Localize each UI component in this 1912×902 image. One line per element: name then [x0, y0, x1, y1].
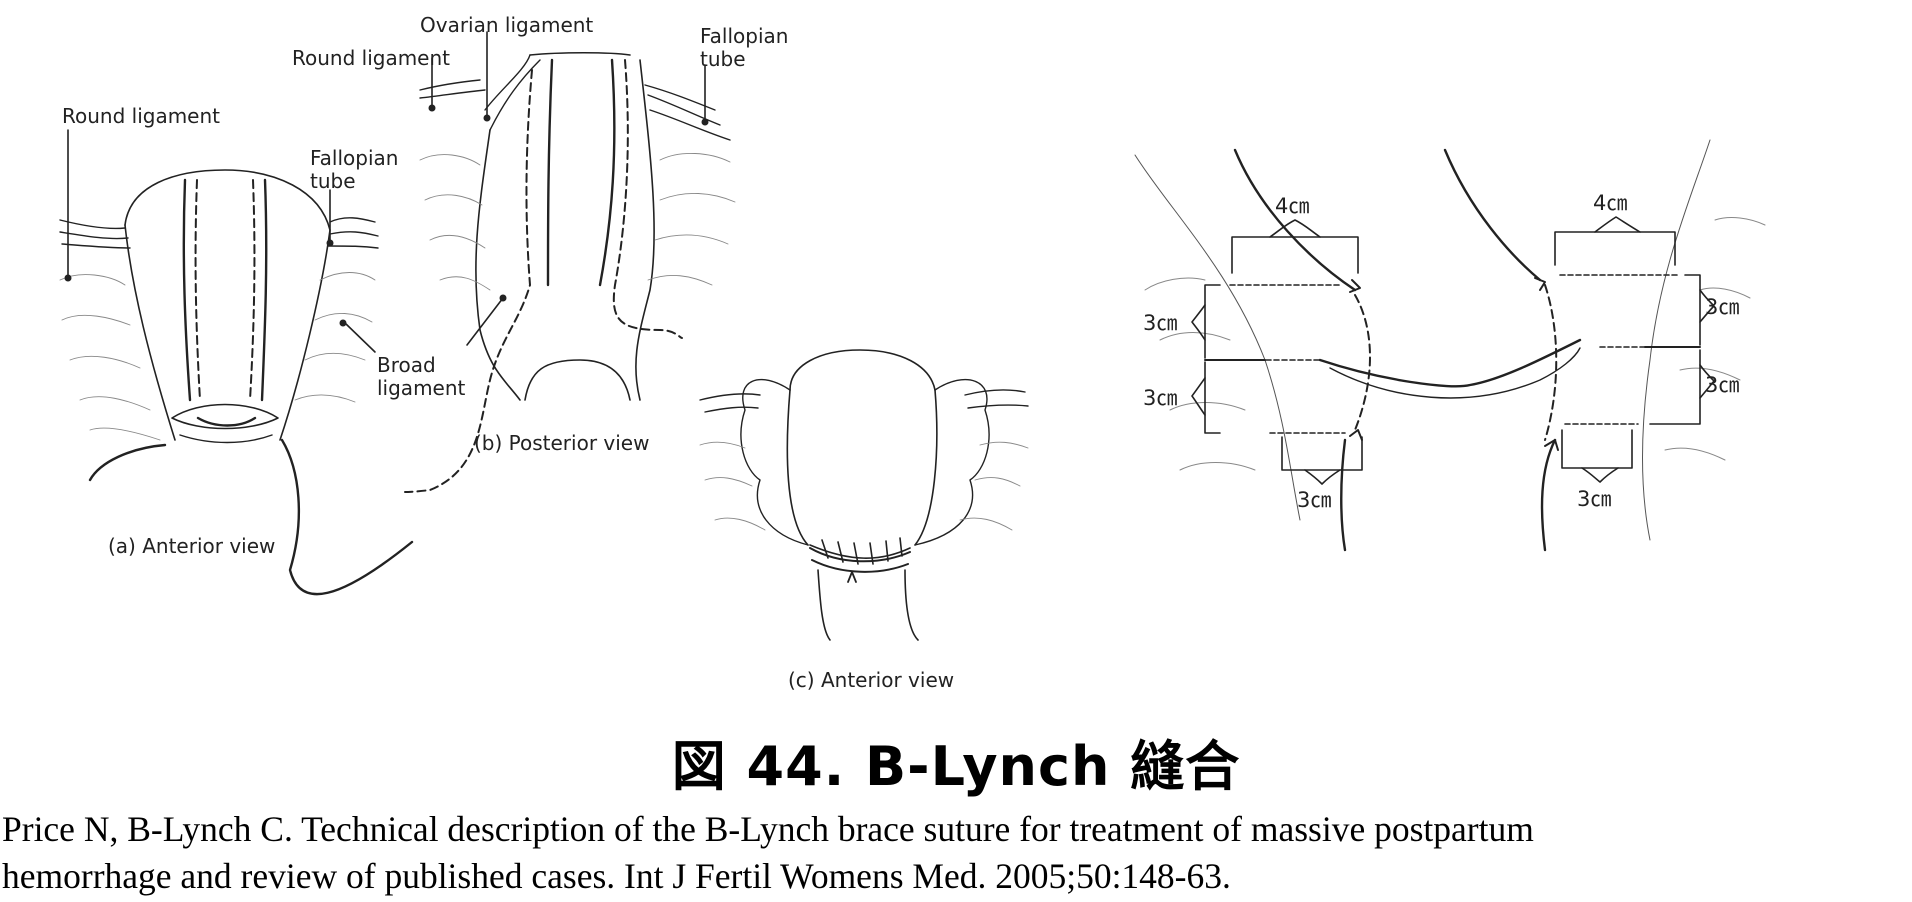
- citation: Price N, B-Lynch C. Technical descriptio…: [2, 806, 1912, 900]
- dim-left-upper: 3㎝: [1143, 311, 1177, 335]
- dim-right-lower: 3㎝: [1705, 373, 1739, 397]
- label-round-ligament-a: Round ligament: [62, 104, 220, 128]
- figure-title: 図 44. B-Lynch 縫合: [671, 735, 1241, 798]
- label-fallopian-tube-a-text: Fallopian: [310, 146, 398, 170]
- dim-right-top: 4㎝: [1593, 191, 1627, 215]
- dim-right-bottom: 3㎝: [1577, 487, 1611, 511]
- caption-c-anterior-view: (c) Anterior view: [788, 668, 954, 692]
- label-fallopian-tube-a-text-line-2: tube: [310, 169, 356, 193]
- panel-c-compressed-uterus: [699, 349, 1029, 641]
- dim-left-lower: 3㎝: [1143, 386, 1177, 410]
- dim-left-bottom: 3㎝: [1297, 488, 1331, 512]
- dim-left-top: 4㎝: [1275, 194, 1309, 218]
- caption-b-posterior-view: (b) Posterior view: [474, 431, 649, 455]
- label-broad-ligament: Broad ligament: [377, 353, 466, 400]
- label-broad-ligament-text-line-2: ligament: [377, 376, 466, 400]
- label-fallopian-tube-b-text: Fallopian: [700, 24, 788, 48]
- citation-line-2: hemorrhage and review of published cases…: [2, 856, 1231, 896]
- label-fallopian-tube-b-text-line-2: tube: [700, 47, 746, 71]
- b-lynch-suture-illustration: Round ligament Fallopian tube Broad liga…: [59, 13, 1766, 692]
- label-fallopian-tube-a: Fallopian tube: [310, 146, 405, 193]
- panel-b-posterior-uterus: [404, 31, 736, 493]
- panel-dimension-diagram: [1134, 139, 1766, 552]
- citation-line-1: Price N, B-Lynch C. Technical descriptio…: [2, 809, 1534, 849]
- label-round-ligament-b: Round ligament: [292, 46, 450, 70]
- label-ovarian-ligament: Ovarian ligament: [420, 13, 593, 37]
- label-broad-ligament-text: Broad: [377, 353, 436, 377]
- caption-a-anterior-view: (a) Anterior view: [108, 534, 275, 558]
- panel-a-anterior-uterus: [59, 129, 414, 596]
- label-fallopian-tube-b: Fallopian tube: [700, 24, 795, 71]
- dim-right-upper: 3㎝: [1705, 295, 1739, 319]
